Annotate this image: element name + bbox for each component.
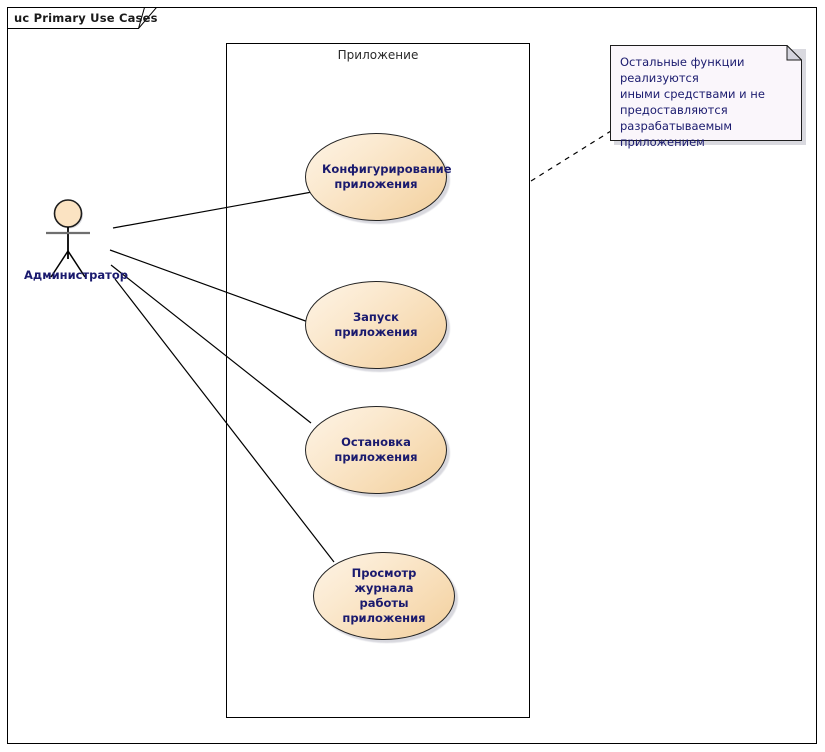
- usecase-label-line2: работы приложения: [342, 596, 426, 625]
- frame-name-tab: [7, 7, 157, 29]
- usecase-label: Запуск приложения: [322, 310, 430, 340]
- note-text-line4: разрабатываемым приложением: [620, 119, 733, 149]
- usecase-start-application[interactable]: Запуск приложения: [305, 281, 450, 372]
- usecase-ellipse: [305, 406, 447, 494]
- usecase-ellipse: [305, 133, 447, 221]
- actor-label: Администратор: [24, 268, 128, 282]
- usecase-label-line2: приложения: [334, 177, 418, 191]
- note-text-line2: иными средствами и не: [620, 87, 765, 101]
- usecase-label: Остановка приложения: [322, 435, 430, 465]
- actor-leg-right: [67, 250, 86, 278]
- usecase-ellipse: [313, 552, 455, 640]
- note-fold-icon: [786, 45, 802, 61]
- usecase-configure-application[interactable]: Конфигурирование приложения: [305, 133, 452, 224]
- usecase-label: Конфигурирование приложения: [322, 162, 451, 192]
- note-text-line1: Остальные функции реализуются: [620, 55, 745, 85]
- usecase-label-line1: Просмотр журнала: [351, 566, 417, 595]
- usecase-label: Просмотр журнала работы приложения: [330, 566, 438, 626]
- frame-title: uc Primary Use Cases: [14, 11, 158, 25]
- actor-head-icon: [53, 199, 83, 228]
- usecase-label-line1: Остановка: [341, 435, 411, 449]
- usecase-label-line2: приложения: [334, 450, 418, 464]
- usecase-view-application-log[interactable]: Просмотр журнала работы приложения: [313, 552, 458, 643]
- note-text: Остальные функции реализуются иными сред…: [620, 54, 796, 150]
- note-text-line3: предоставляются: [620, 103, 728, 117]
- system-boundary-label: Приложение: [337, 48, 419, 62]
- usecase-label-line1: Конфигурирование: [322, 162, 452, 176]
- usecase-stop-application[interactable]: Остановка приложения: [305, 406, 450, 497]
- actor-administrator[interactable]: [22, 182, 130, 282]
- usecase-ellipse: [305, 281, 447, 369]
- actor-leg-left: [50, 250, 69, 278]
- usecase-label-line1: Запуск приложения: [334, 310, 418, 339]
- note-body: [610, 45, 802, 141]
- note-comment[interactable]: Остальные функции реализуются иными сред…: [610, 45, 806, 149]
